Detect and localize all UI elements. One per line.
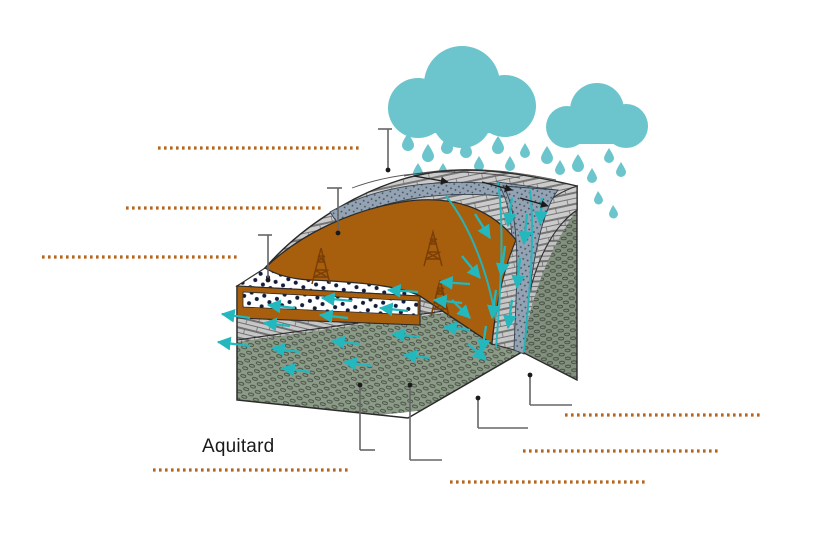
discharge-arrow-1 — [220, 308, 251, 323]
leader-left-1 — [378, 128, 392, 173]
weather-group — [388, 46, 648, 219]
block-top-surface — [263, 169, 578, 355]
leader-bottom-2 — [407, 382, 442, 461]
label-aquitard: Aquitard — [202, 436, 275, 457]
leader-left-3 — [258, 234, 272, 283]
leader-lines-group — [258, 128, 572, 461]
cloud-large — [388, 46, 536, 148]
cloud-small — [546, 83, 648, 148]
discharge-arrow-2 — [216, 336, 251, 351]
oil-derrick-1 — [311, 247, 331, 285]
bedding-direction-arrows — [413, 175, 549, 208]
leader-left-2 — [327, 187, 342, 236]
placeholder-lines-group — [42, 146, 762, 484]
leader-bottom-1 — [357, 382, 375, 451]
leader-bottom-4 — [527, 372, 572, 406]
leader-bottom-3 — [475, 395, 528, 429]
oil-derrick-2 — [423, 229, 443, 267]
recharge-infiltration-lines — [445, 181, 534, 353]
